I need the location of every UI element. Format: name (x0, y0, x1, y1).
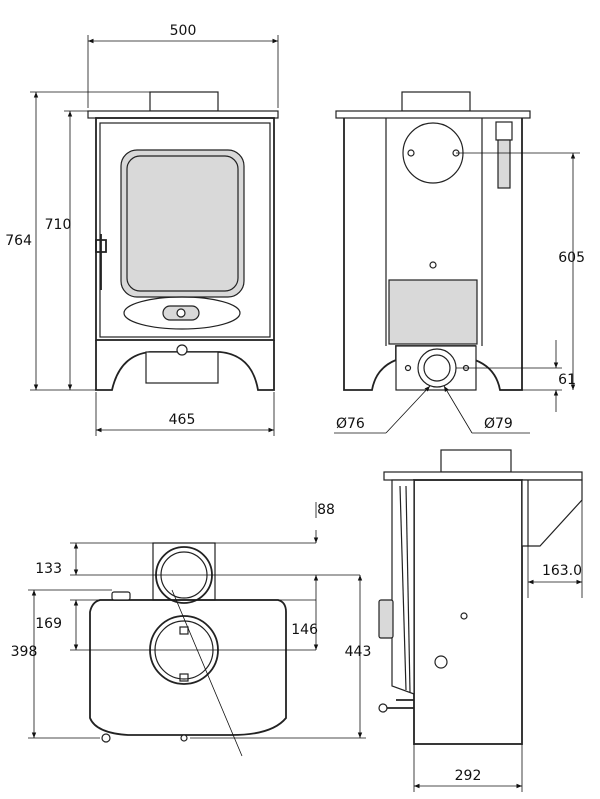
rear-dimensions: 605 61 Ø76 Ø79 (334, 152, 585, 434)
rear-plate (388, 279, 478, 345)
side-flue-collar (440, 449, 512, 473)
dim-764: 764 (5, 233, 32, 249)
ash-pan (145, 351, 219, 384)
door-handle-front (95, 234, 107, 290)
side-body (413, 479, 523, 745)
flue-collar-front (149, 91, 219, 112)
side-dimensions: 163.0 292 (413, 500, 583, 792)
dim-169: 169 (35, 616, 62, 632)
top-body-outline (89, 599, 287, 736)
dim-500: 500 (170, 23, 197, 39)
dim-292: 292 (455, 768, 482, 784)
rear-flue-outlet (402, 122, 464, 184)
dim-398: 398 (11, 644, 38, 660)
side-top-plate (383, 471, 583, 481)
flue-collar-rear (401, 91, 471, 112)
dim-146: 146 (291, 622, 318, 638)
air-inlet-inner (423, 354, 451, 382)
side-knob (434, 655, 448, 669)
front-view (87, 91, 279, 391)
stove-body-front (95, 117, 275, 341)
side-door-handle (378, 599, 394, 639)
dim-443: 443 (345, 644, 372, 660)
air-vent (123, 296, 241, 330)
dim-88: 88 (317, 502, 335, 518)
front-dimensions: 500 764 710 465 (5, 23, 279, 436)
rear-view (335, 91, 531, 391)
dim-710: 710 (45, 217, 72, 233)
dim-133: 133 (35, 561, 62, 577)
side-hood (521, 479, 583, 547)
dim-163: 163.0 (542, 563, 582, 579)
dim-d79: Ø79 (484, 416, 513, 432)
dim-465: 465 (169, 412, 196, 428)
top-plate-front (87, 110, 279, 119)
dim-605: 605 (558, 250, 585, 266)
side-view (378, 449, 583, 745)
dim-d76: Ø76 (336, 416, 365, 432)
bracket (495, 121, 513, 141)
top-handle (111, 591, 131, 601)
top-plate-rear (335, 110, 531, 119)
dim-61: 61 (558, 372, 576, 388)
top-dimensions: 88 133 169 398 146 443 (11, 502, 372, 739)
door-glass (120, 149, 245, 298)
